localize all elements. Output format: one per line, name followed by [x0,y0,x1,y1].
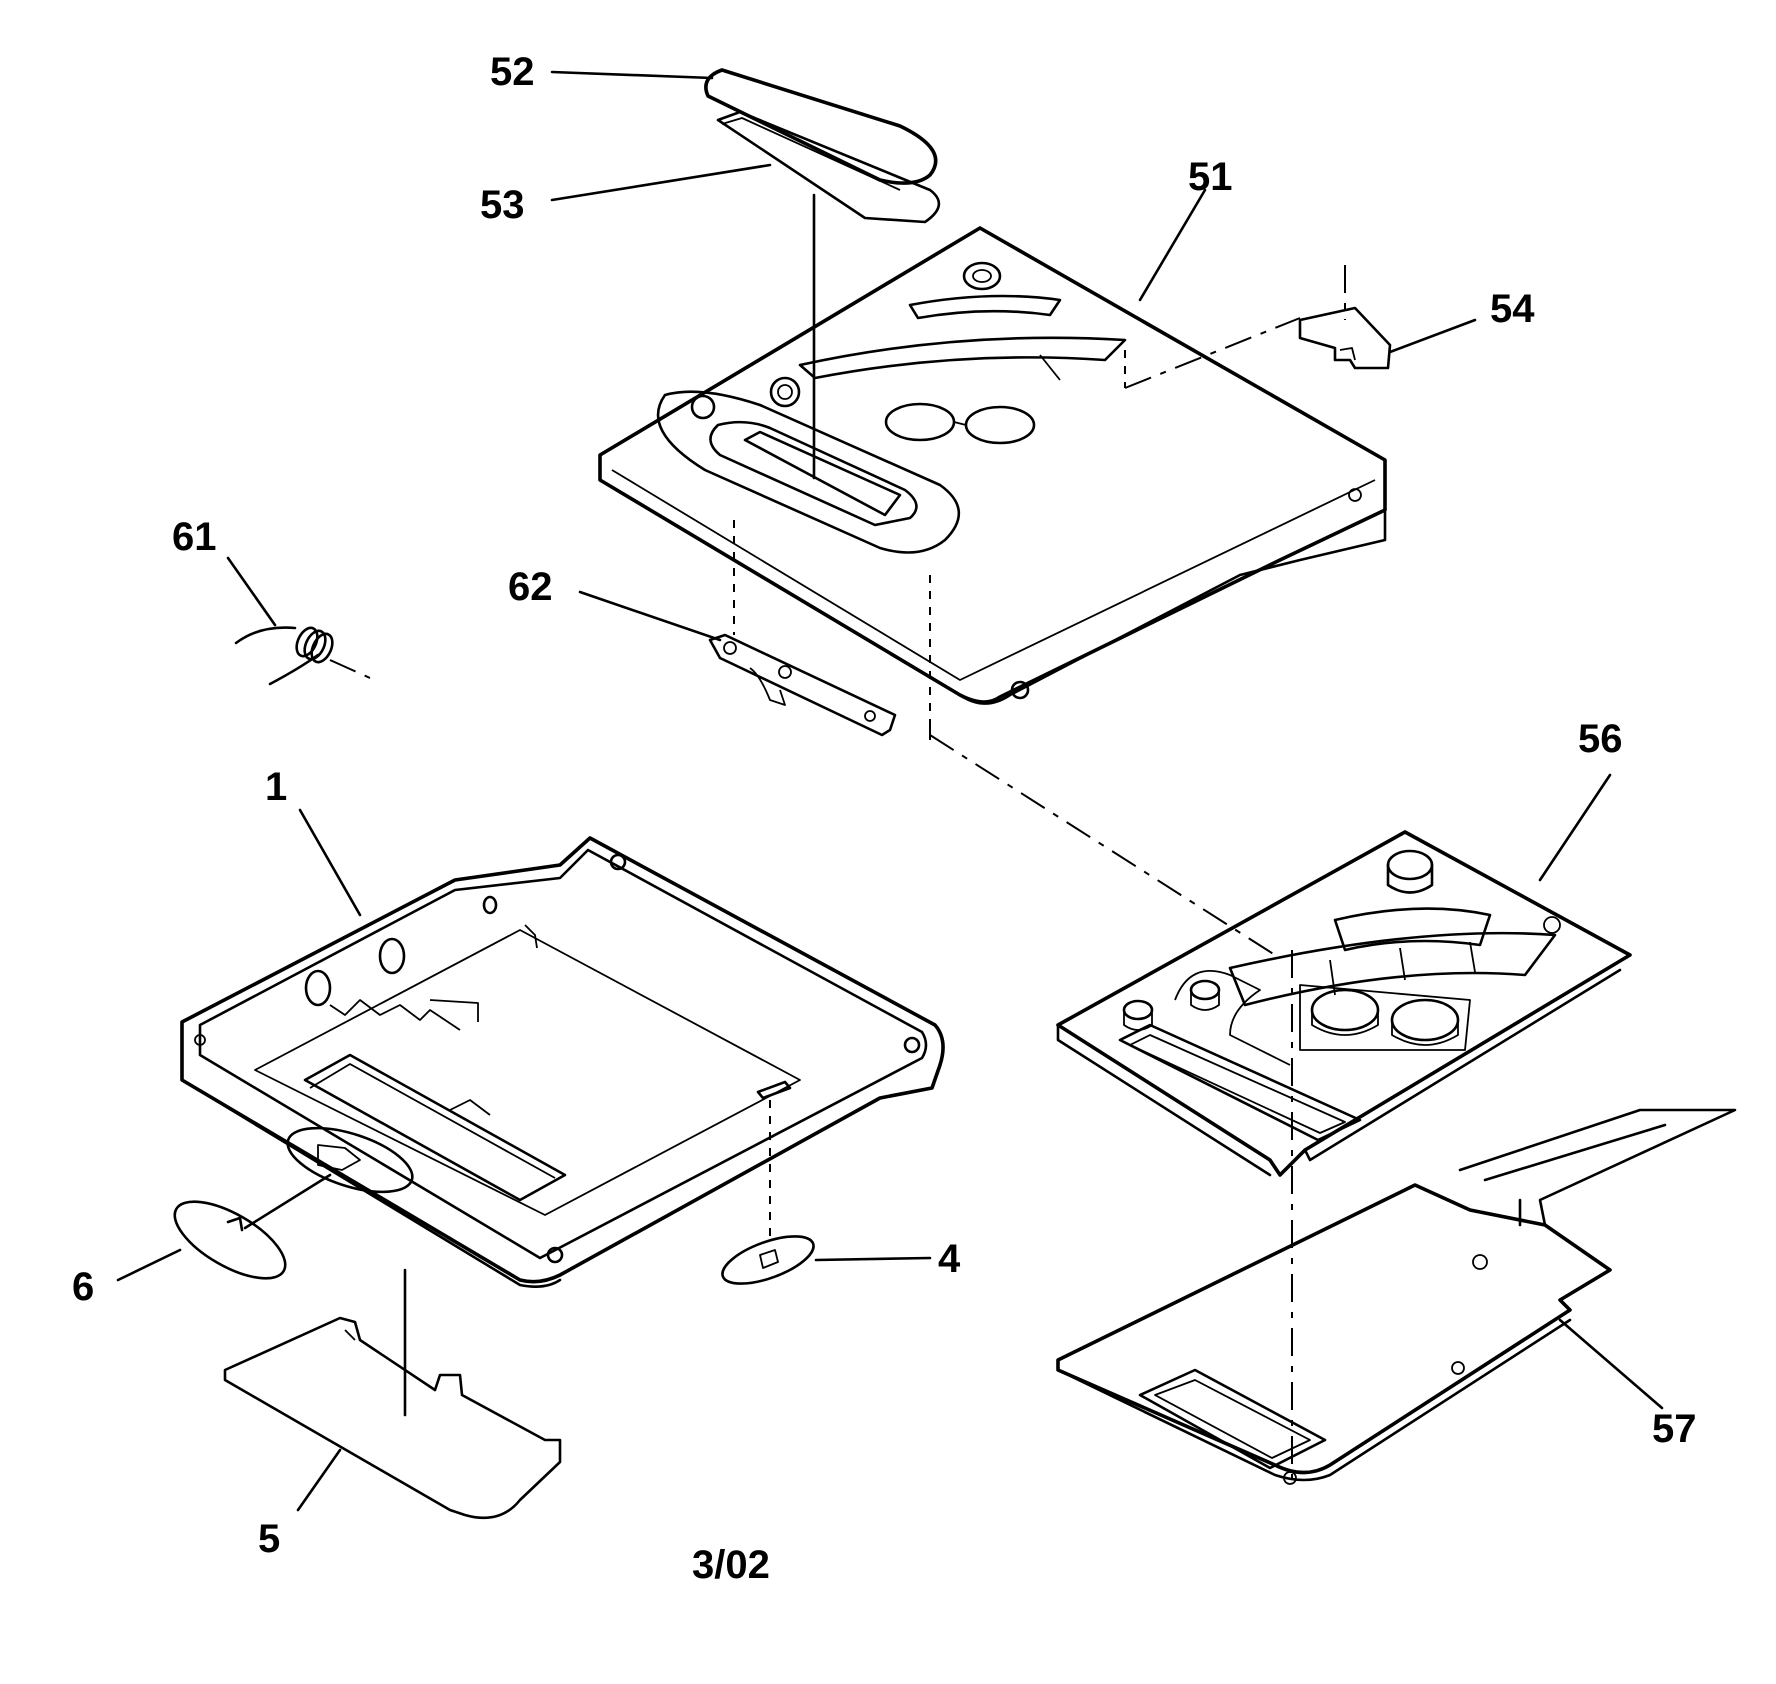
callout-6: 6 [72,1265,94,1309]
callout-51: 51 [1188,155,1233,199]
callout-4: 4 [938,1237,961,1281]
callout-52: 52 [490,50,535,94]
callout-56: 56 [1578,717,1623,761]
part-54-bracket [1124,265,1392,389]
part-57-main-board [1056,1108,1737,1485]
date-code: 3/02 [692,1543,770,1587]
part-62-hinge-plate [708,520,931,737]
part-53-window-sheet [716,110,941,224]
part-1-bottom-cabinet [180,836,945,1288]
leader-lines [116,70,1664,1512]
part-6-badge [173,1173,332,1280]
part-5-battery-lid [223,1268,562,1520]
part-56-key-board [1056,830,1632,1177]
callout-62: 62 [508,565,553,609]
callout-1: 1 [265,765,287,809]
part-4-foot [721,1100,815,1285]
part-61-spring [234,626,371,686]
callout-61: 61 [172,515,217,559]
part-52-window-cover [704,68,938,185]
part-51-top-cabinet [598,226,1387,705]
callout-5: 5 [258,1517,280,1561]
callout-53: 53 [480,183,525,227]
assembly-line-cabinet-56 [929,734,1276,956]
callout-57: 57 [1652,1407,1697,1451]
callout-54: 54 [1490,287,1535,331]
